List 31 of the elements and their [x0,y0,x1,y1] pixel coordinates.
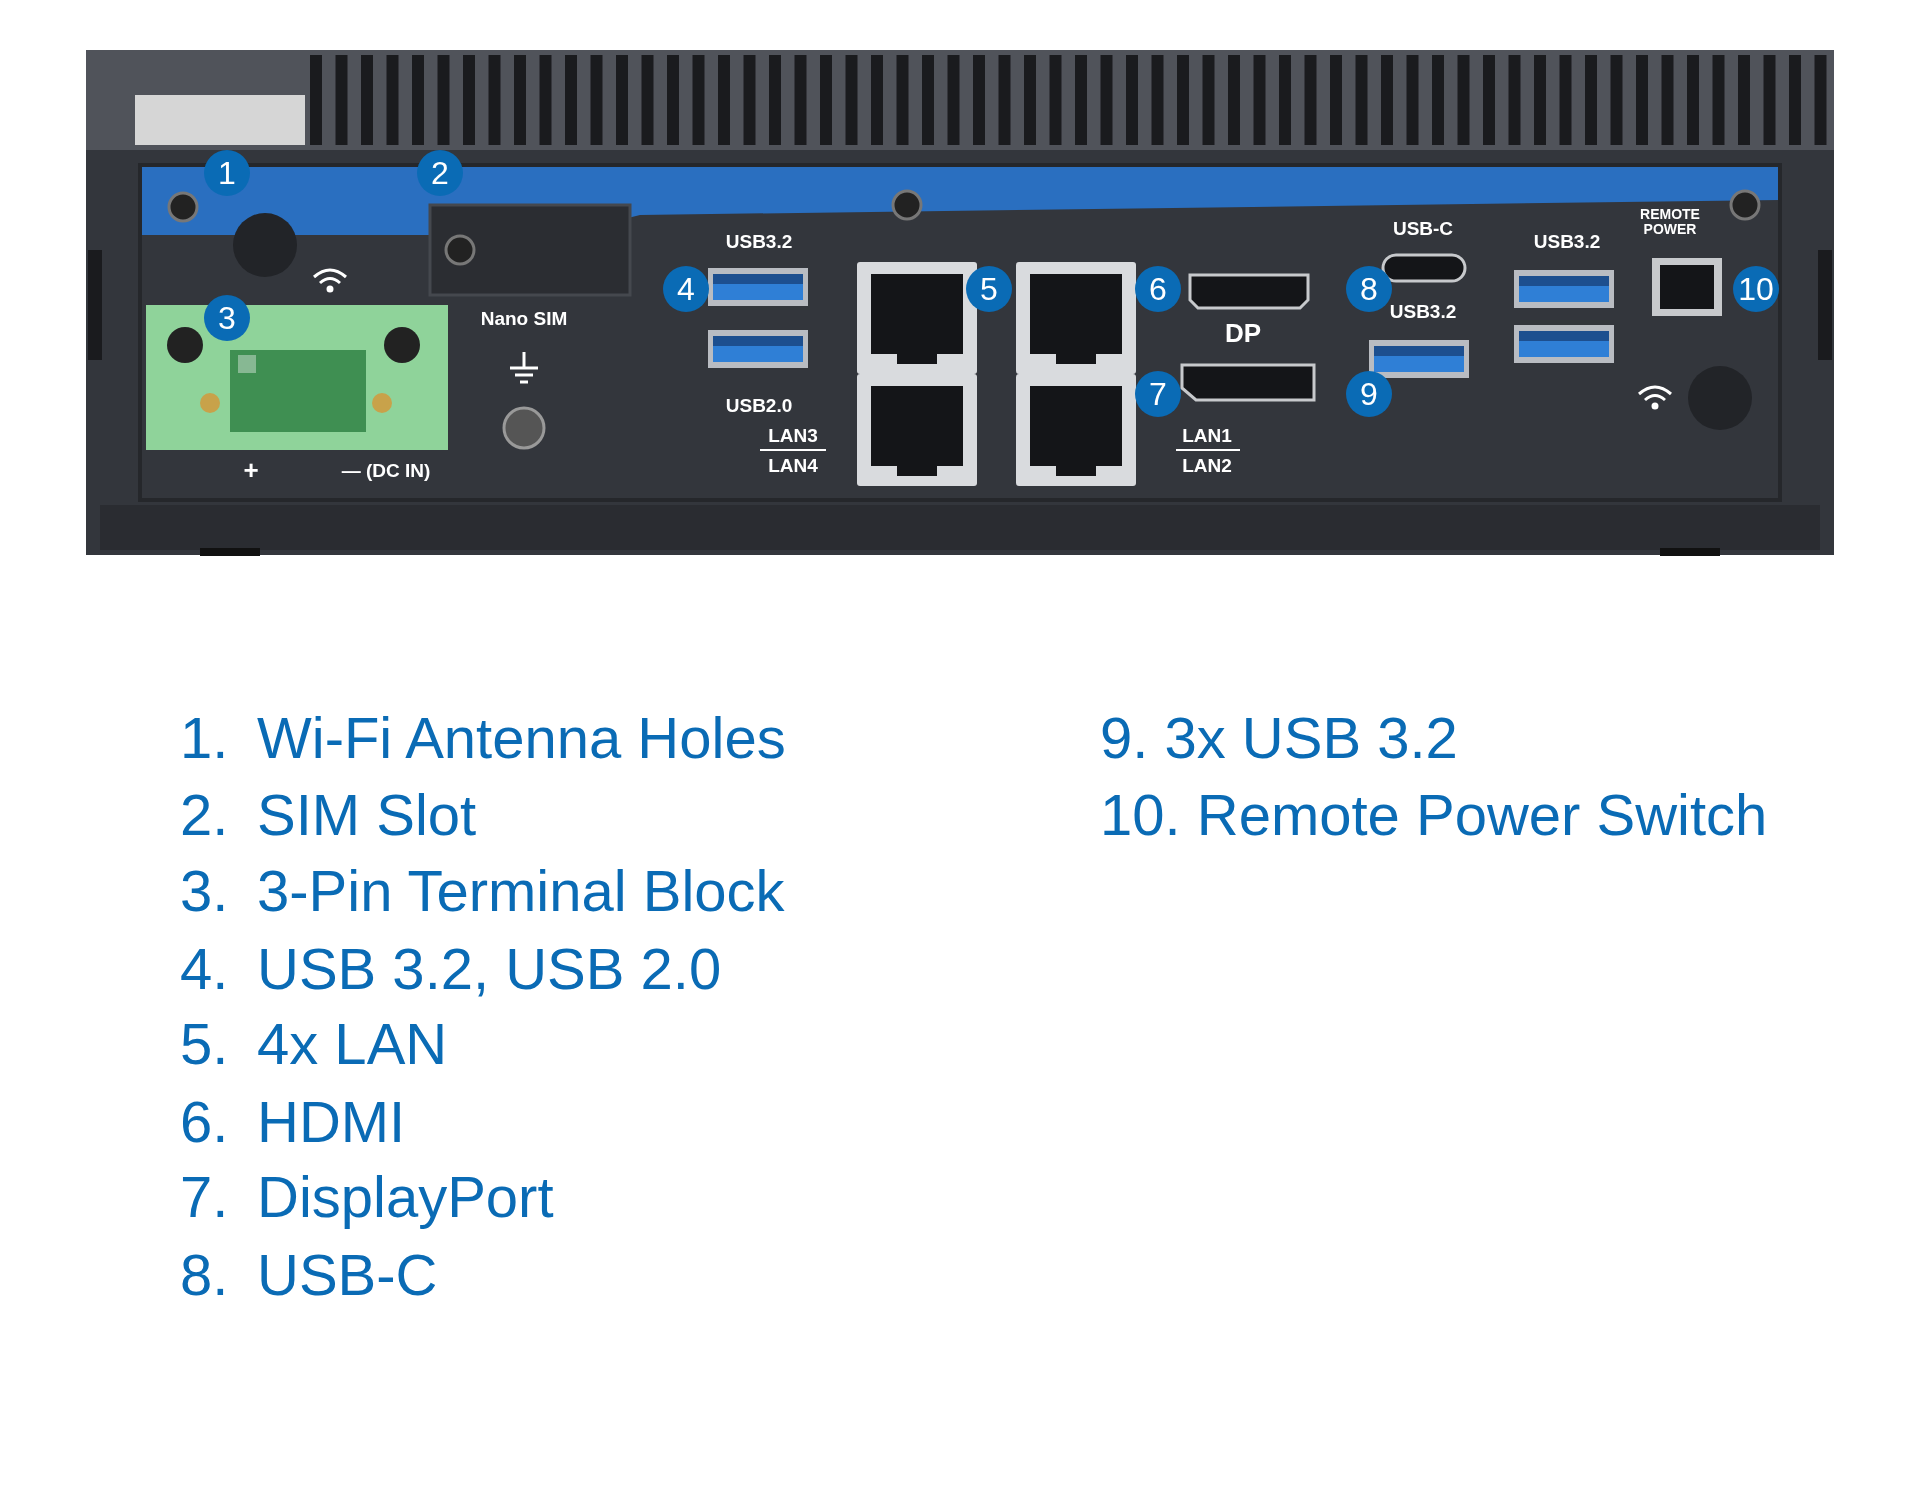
list-number: 4. [180,940,229,998]
list-item: 4x LAN [257,1015,448,1073]
list-number: 1. [180,709,229,767]
port-label: LAN4 [768,455,818,475]
port-label: DP [1224,320,1262,346]
list-item: 10. Remote Power Switch [1100,786,1768,844]
port-label: LAN2 [1182,455,1232,475]
list-item: 9. 3x USB 3.2 [1100,709,1458,767]
list-number: 5. [180,1015,229,1073]
port-label: — (DC IN) [341,460,431,480]
port-label: + [243,457,259,483]
port-label: USB2.0 [725,395,793,415]
list-number: 8. [180,1246,229,1304]
list-item: HDMI [257,1093,406,1151]
port-label: REMOTE POWER [1639,207,1701,237]
port-label: USB3.2 [725,231,793,251]
port-label: USB3.2 [1389,301,1457,321]
port-label: USB-C [1392,218,1454,238]
port-label: Nano SIM [480,308,568,328]
port-label: USB3.2 [1533,231,1601,251]
list-item: SIM Slot [257,786,477,844]
list-number: 7. [180,1168,229,1226]
list-item: USB 3.2, USB 2.0 [257,940,722,998]
list-item: 3-Pin Terminal Block [257,862,785,920]
port-label: LAN3 [768,425,818,445]
port-label: LAN1 [1182,425,1232,445]
list-item: Wi-Fi Antenna Holes [257,709,786,767]
list-number: 6. [180,1093,229,1151]
list-number: 2. [180,786,229,844]
list-number: 3. [180,862,229,920]
list-item: USB-C [257,1246,438,1304]
